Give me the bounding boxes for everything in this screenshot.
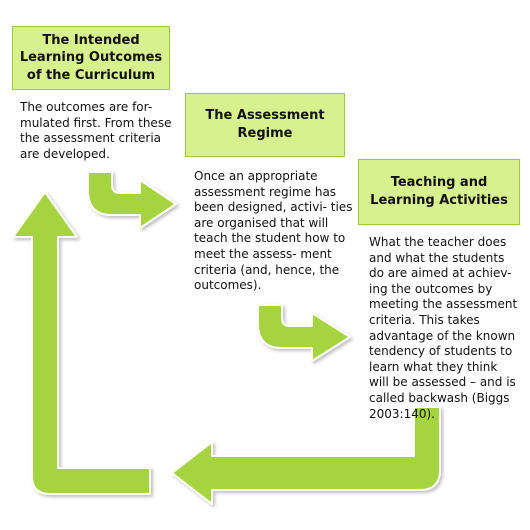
assessment-regime-title: The Assessment Regime — [205, 108, 325, 141]
teaching-learning-activities-box: Teaching and Learning Activities — [358, 159, 520, 225]
curved-arrow-left-icon — [171, 406, 441, 505]
teaching-learning-activities-title: Teaching and Learning Activities — [370, 175, 508, 208]
assessment-regime-box: The Assessment Regime — [185, 93, 345, 157]
outcomes-description: The outcomes are for- mulated first. Fro… — [20, 100, 172, 161]
intended-learning-outcomes-box: The Intended Learning Outcomes of the Cu… — [12, 26, 170, 90]
curved-arrow-right-icon — [257, 304, 351, 362]
curved-arrow-right-icon — [87, 171, 177, 229]
teaching-learning-activities-description: What the teacher does and what the stude… — [369, 235, 518, 421]
arrow-up-icon — [12, 191, 151, 495]
assessment-regime-description: Once an appropriate assessment regime ha… — [194, 169, 353, 293]
intended-learning-outcomes-title: The Intended Learning Outcomes of the Cu… — [19, 32, 163, 83]
